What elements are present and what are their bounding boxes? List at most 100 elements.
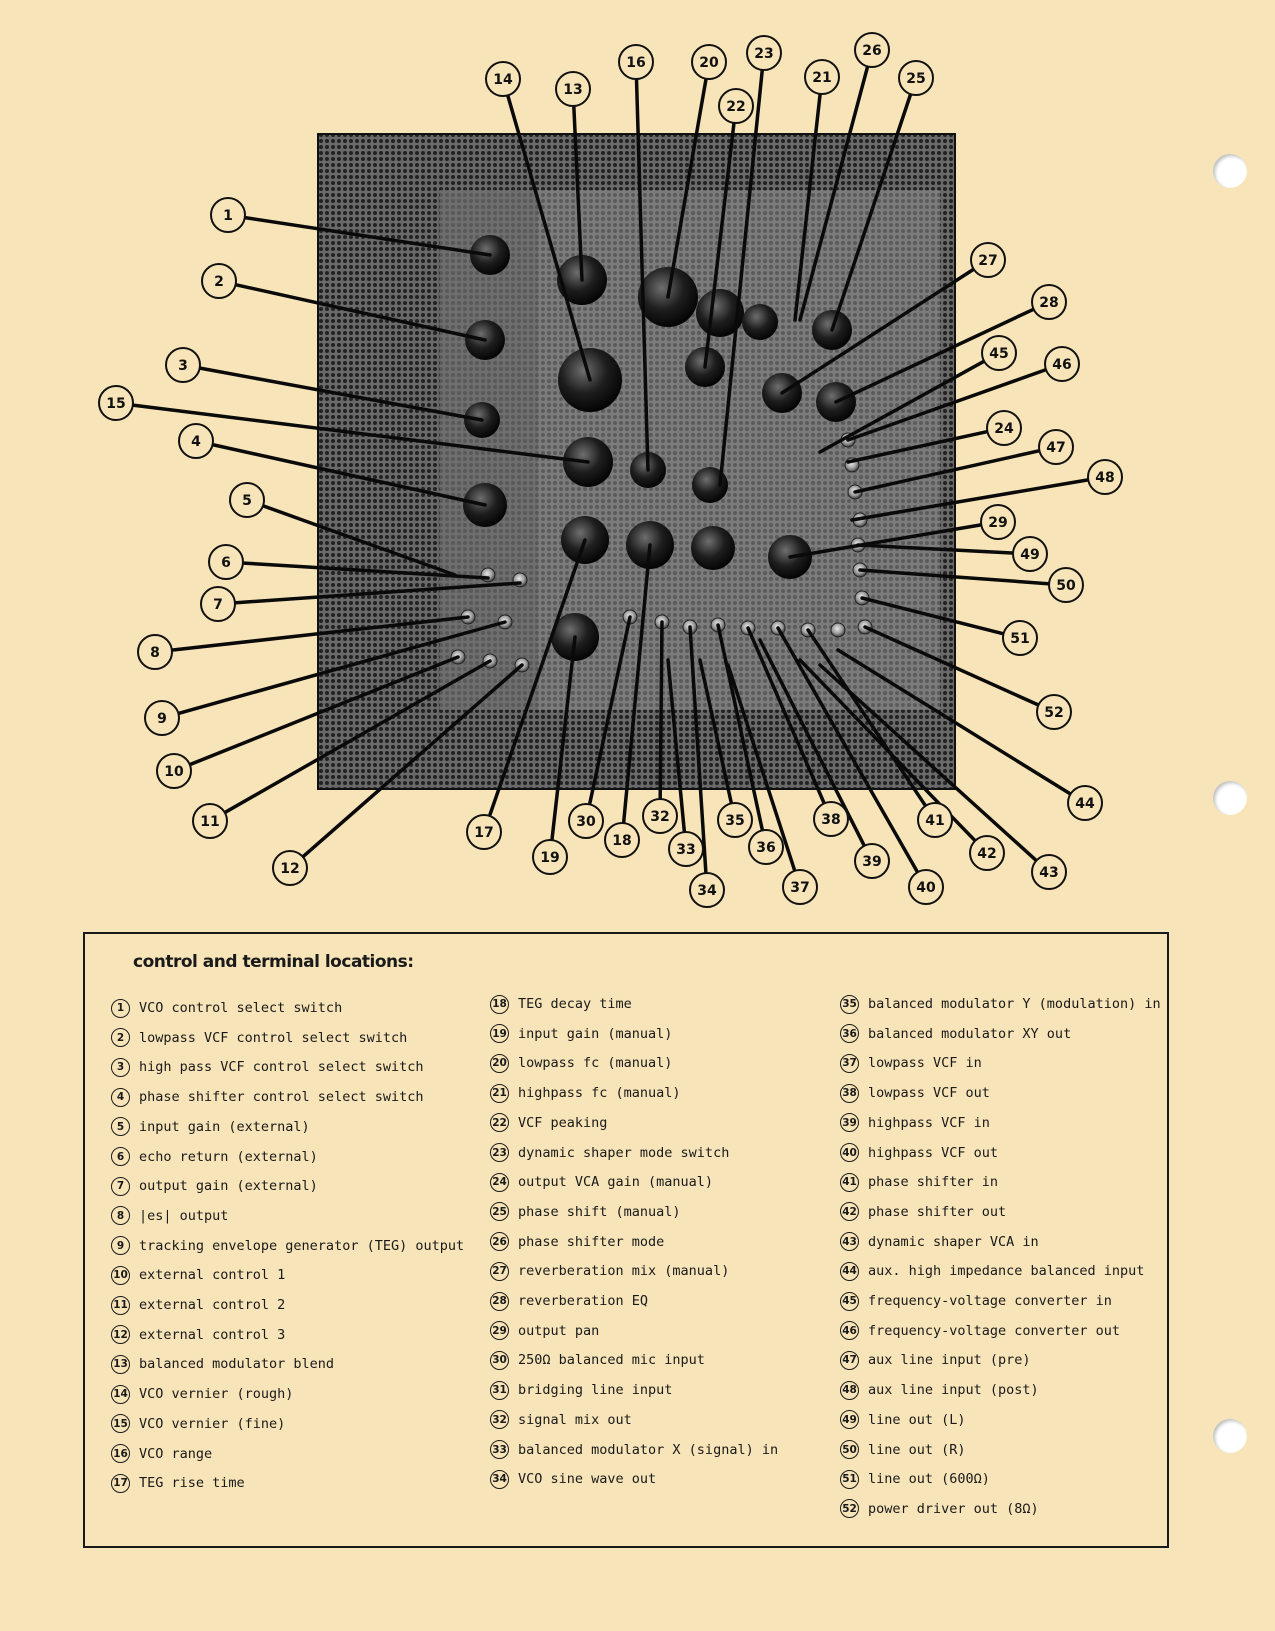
leader-line <box>776 626 919 874</box>
callout-circle <box>1087 459 1123 495</box>
callout-number: 21 <box>812 70 831 86</box>
binder-hole-top <box>1213 154 1247 188</box>
leader-line <box>834 307 1035 404</box>
callout-number: 11 <box>200 814 219 830</box>
legend-label: 250Ω balanced mic input <box>518 1352 705 1369</box>
leader-line <box>818 359 985 454</box>
legend-number-badge: 50 <box>840 1440 859 1459</box>
callout-number: 33 <box>676 842 695 858</box>
legend-label: phase shift (manual) <box>518 1203 681 1220</box>
leader-line <box>621 543 652 824</box>
leader-line <box>846 368 1047 442</box>
callout-number: 8 <box>150 645 160 661</box>
callout-circle <box>642 798 678 834</box>
legend-label: external control 1 <box>139 1267 286 1284</box>
callout-circle <box>98 385 134 421</box>
callout-circle <box>1012 536 1048 572</box>
legend-number-badge: 42 <box>840 1202 859 1222</box>
legend-number-badge: 9 <box>111 1236 130 1256</box>
callout-circle <box>980 504 1016 540</box>
callout-number: 1 <box>223 208 233 224</box>
leader-line <box>718 69 764 487</box>
legend-number-badge: 12 <box>111 1325 130 1345</box>
leader-line <box>506 94 592 382</box>
legend-label: phase shifter out <box>868 1203 1007 1220</box>
leader-line <box>780 268 975 395</box>
callout-circle <box>804 59 840 95</box>
callout-circle <box>1048 567 1084 603</box>
leader-line <box>262 504 457 577</box>
legend-label: lowpass VCF in <box>868 1055 982 1072</box>
legend-label: lowpass VCF control select switch <box>139 1029 408 1046</box>
legend-item-42: 42 phase shifter out <box>840 1198 1006 1226</box>
legend-label: output VCA gain (manual) <box>518 1174 714 1191</box>
leader-line <box>846 430 989 464</box>
callout-number: 3 <box>178 358 188 374</box>
callout-circle <box>165 347 201 383</box>
legend-label: balanced modulator Y (modulation) in <box>868 996 1161 1012</box>
leader-line <box>836 648 1072 796</box>
legend-number-badge: 11 <box>111 1295 130 1315</box>
legend-label: highpass VCF in <box>868 1114 990 1131</box>
callout-circle <box>200 586 236 622</box>
callout-circle <box>1044 346 1080 382</box>
callout-circle <box>1067 785 1103 821</box>
leader-line <box>793 93 822 322</box>
legend-label: external control 2 <box>139 1297 286 1313</box>
legend-label: VCF peaking <box>518 1114 608 1131</box>
callout-number: 2 <box>214 274 224 290</box>
callout-number: 39 <box>862 854 881 870</box>
legend-number-badge: 40 <box>840 1143 859 1162</box>
leader-line <box>488 538 587 817</box>
legend-number-badge: 19 <box>490 1024 509 1044</box>
knob-icon <box>742 304 778 340</box>
legend-number-badge: 20 <box>490 1053 509 1073</box>
legend-label: highpass VCF out <box>868 1144 999 1161</box>
legend-label: tracking envelope generator (TEG) output <box>139 1237 465 1254</box>
callout-number: 22 <box>726 99 745 115</box>
callout-circle <box>668 831 704 867</box>
legend-number-badge: 45 <box>840 1291 859 1311</box>
legend-number-badge: 33 <box>490 1440 509 1459</box>
legend-label: line out (600Ω) <box>868 1471 990 1488</box>
legend-label: high pass VCF control select switch <box>139 1059 424 1076</box>
callout-circle <box>854 32 890 68</box>
legend-number-badge: 10 <box>111 1265 130 1285</box>
legend-number-badge: 14 <box>111 1384 130 1404</box>
callout-circle <box>485 61 521 97</box>
legend-item-37: 37 lowpass VCF in <box>840 1049 982 1077</box>
callout-circle <box>908 869 944 905</box>
legend-number-badge: 23 <box>490 1143 509 1162</box>
legend-label: bridging line input <box>518 1382 673 1399</box>
legend-number-badge: 38 <box>840 1083 859 1103</box>
legend-number-badge: 37 <box>840 1053 859 1073</box>
callout-circle <box>466 814 502 850</box>
legend-label: phase shifter in <box>868 1174 999 1191</box>
legend-label: aux line input (post) <box>868 1382 1039 1399</box>
leader-line <box>550 635 577 841</box>
legend-number-badge: 35 <box>840 994 859 1014</box>
legend-number-badge: 43 <box>840 1232 859 1252</box>
